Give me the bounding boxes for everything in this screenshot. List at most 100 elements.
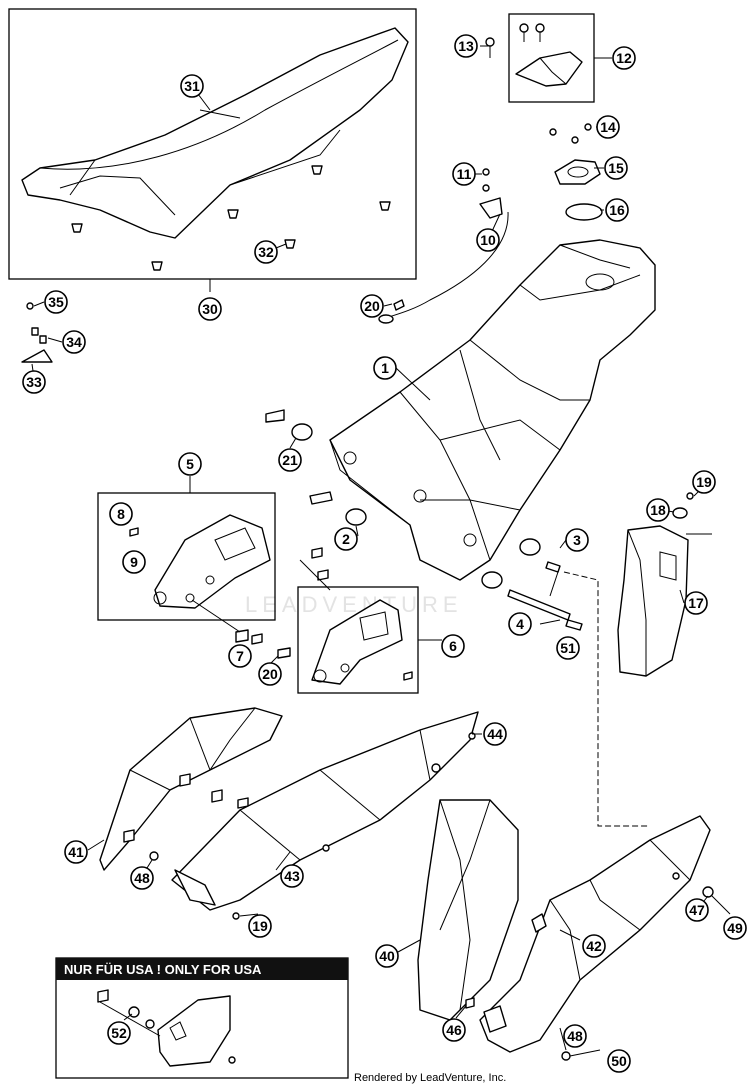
callout-43: 43	[280, 864, 304, 888]
callout-8: 8	[109, 502, 133, 526]
side-panel-42-part	[465, 815, 714, 1061]
svg-text:51: 51	[560, 640, 576, 656]
callout-44: 44	[483, 722, 507, 746]
svg-text:15: 15	[608, 160, 624, 176]
svg-text:48: 48	[134, 870, 150, 886]
mudflap-part	[617, 492, 712, 677]
svg-text:33: 33	[26, 374, 42, 390]
svg-text:34: 34	[66, 334, 82, 350]
callout-2: 2	[334, 527, 358, 551]
usa-only-parts	[97, 989, 236, 1067]
svg-text:50: 50	[611, 1053, 627, 1069]
svg-text:11: 11	[457, 166, 472, 182]
svg-text:35: 35	[48, 294, 64, 310]
callout-51: 51	[556, 636, 580, 660]
side-cover-right-part	[149, 711, 479, 920]
callout-42: 42	[582, 934, 606, 958]
callout-46: 46	[442, 1018, 466, 1042]
callout-33: 33	[22, 370, 46, 394]
callout-17: 17	[684, 591, 708, 615]
callout-20-top: 20	[360, 294, 384, 318]
svg-text:42: 42	[586, 938, 602, 954]
svg-text:40: 40	[379, 948, 395, 964]
callout-34: 34	[62, 330, 86, 354]
radiator-shroud-part	[417, 799, 519, 1021]
svg-text:13: 13	[458, 38, 474, 54]
callout-20-mid: 20	[258, 662, 282, 686]
seat-fasteners	[71, 165, 391, 271]
svg-text:14: 14	[600, 119, 616, 135]
callout-50: 50	[607, 1049, 631, 1073]
chain-guide-group-5-frame	[97, 492, 276, 621]
svg-text:19: 19	[696, 474, 712, 490]
callout-40: 40	[375, 944, 399, 968]
callout-49: 49	[723, 916, 747, 940]
svg-text:9: 9	[130, 554, 138, 570]
svg-text:16: 16	[609, 202, 625, 218]
callout-6: 6	[441, 634, 465, 658]
svg-text:1: 1	[381, 360, 389, 376]
render-credit: Rendered by LeadVenture, Inc.	[354, 1072, 507, 1084]
svg-text:30: 30	[202, 301, 218, 317]
svg-text:17: 17	[688, 595, 704, 611]
callout-32: 32	[254, 240, 278, 264]
callout-7: 7	[228, 644, 252, 668]
svg-text:32: 32	[258, 244, 274, 260]
callout-52: 52	[107, 1021, 131, 1045]
callout-5: 5	[178, 452, 202, 476]
callout-1: 1	[373, 356, 397, 380]
svg-text:8: 8	[117, 506, 125, 522]
small-parts-33-35	[21, 302, 53, 363]
chain-guide-alt-part	[311, 599, 413, 685]
callout-9: 9	[122, 550, 146, 574]
svg-text:4: 4	[516, 616, 524, 632]
callout-30: 30	[198, 297, 222, 321]
callout-19-right: 19	[692, 470, 716, 494]
callout-13: 13	[454, 34, 478, 58]
frame-hardware	[265, 409, 583, 631]
svg-text:48: 48	[567, 1028, 583, 1044]
callout-11: 11	[452, 162, 476, 186]
callout-47: 47	[685, 898, 709, 922]
callout-35: 35	[44, 290, 68, 314]
svg-text:21: 21	[282, 452, 298, 468]
svg-text:43: 43	[284, 868, 300, 884]
svg-text:3: 3	[573, 532, 581, 548]
callout-18: 18	[646, 498, 670, 522]
usa-only-label: NUR FÜR USA ! ONLY FOR USA	[64, 962, 262, 977]
callout-19-bottom: 19	[248, 914, 272, 938]
svg-text:12: 12	[616, 50, 632, 66]
seat-part	[21, 27, 409, 239]
svg-text:47: 47	[689, 902, 705, 918]
svg-text:2: 2	[342, 531, 350, 547]
svg-text:5: 5	[186, 456, 194, 472]
callout-16: 16	[605, 198, 629, 222]
side-cover-left-part	[99, 707, 283, 871]
main-frame-part	[329, 239, 656, 581]
svg-text:52: 52	[111, 1025, 127, 1041]
assembly-dash-line	[563, 571, 650, 827]
callout-14: 14	[596, 115, 620, 139]
callout-31: 31	[180, 74, 204, 98]
svg-text:20: 20	[262, 666, 278, 682]
callout-21: 21	[278, 448, 302, 472]
svg-text:10: 10	[480, 232, 496, 248]
svg-text:19: 19	[252, 918, 268, 934]
svg-text:20: 20	[364, 298, 380, 314]
callout-48-left: 48	[130, 866, 154, 890]
svg-text:41: 41	[68, 844, 84, 860]
callout-41: 41	[64, 840, 88, 864]
watermark-text: LEADVENTURE	[245, 592, 463, 617]
svg-text:46: 46	[446, 1022, 462, 1038]
cable-part	[378, 211, 509, 324]
chain-guide-hardware	[191, 547, 331, 659]
svg-text:31: 31	[184, 78, 200, 94]
callout-48-bottom: 48	[563, 1024, 587, 1048]
svg-text:49: 49	[727, 920, 743, 936]
svg-text:18: 18	[650, 502, 666, 518]
usa-only-banner	[56, 958, 348, 980]
callout-4: 4	[508, 612, 532, 636]
cap-parts	[479, 23, 603, 221]
callout-15: 15	[604, 156, 628, 180]
